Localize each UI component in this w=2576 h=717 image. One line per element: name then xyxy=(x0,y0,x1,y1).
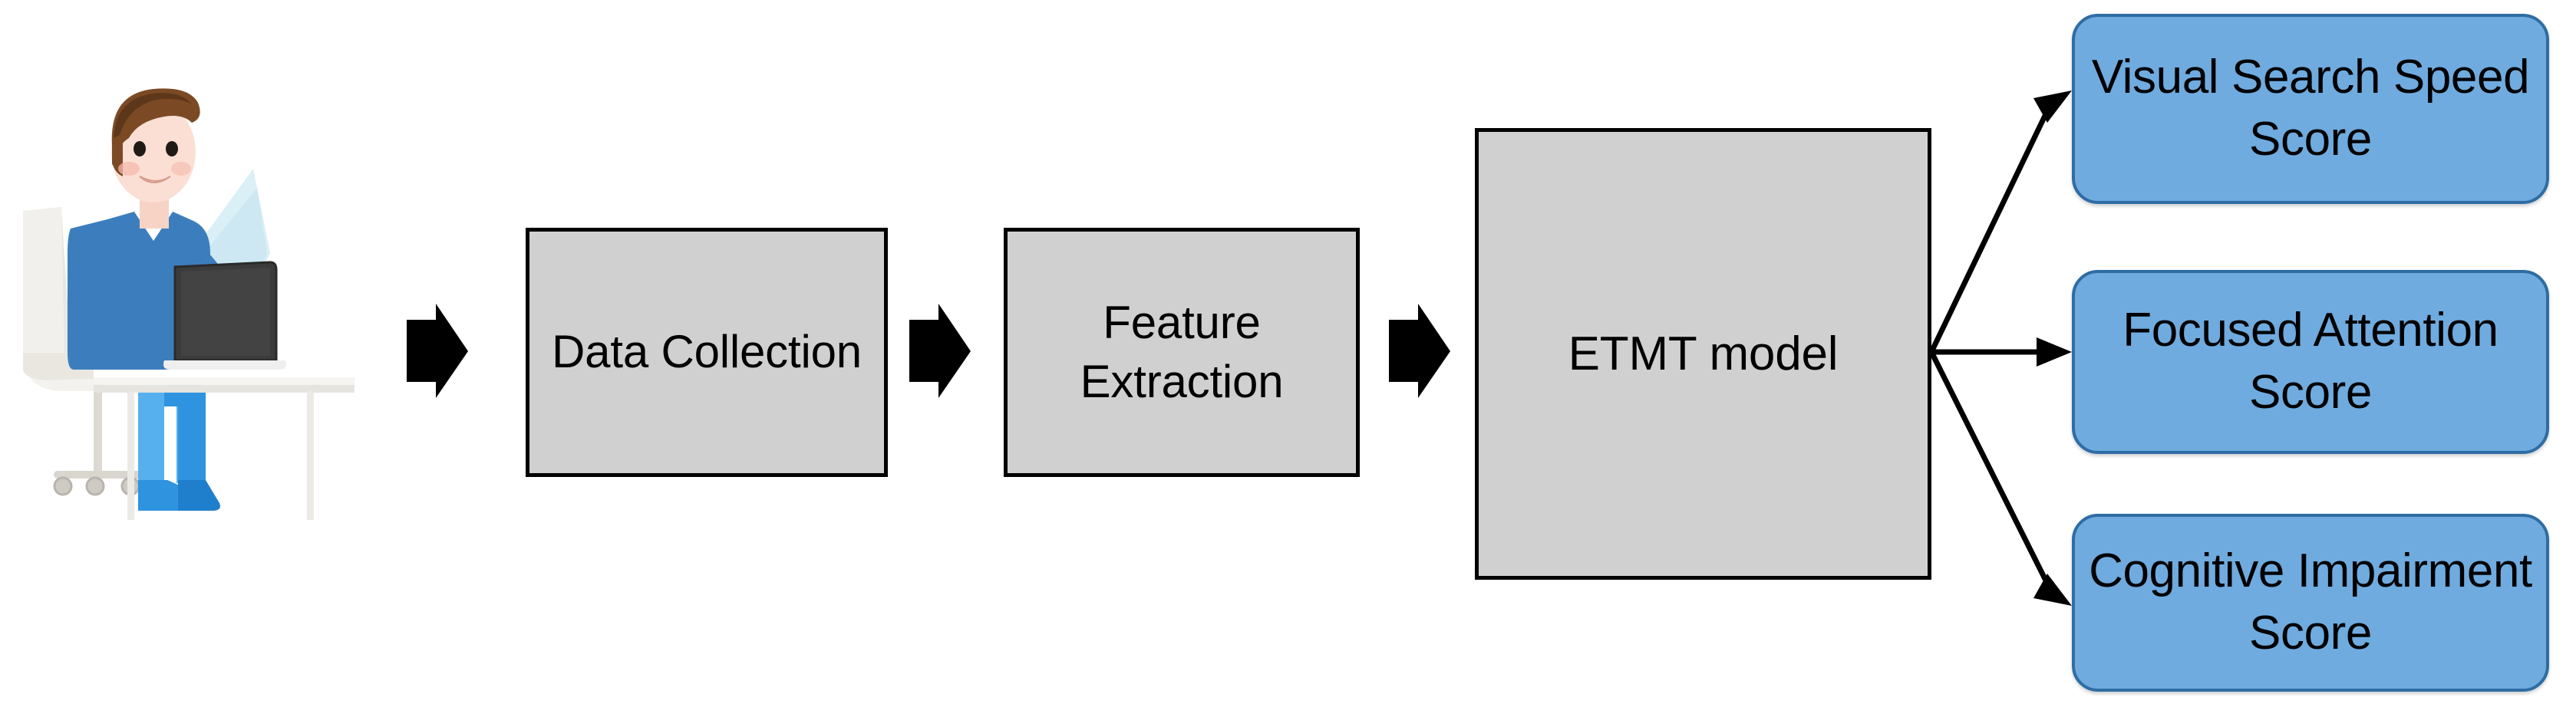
output-box-cognitive-impairment-score-label: Cognitive Impairment Score xyxy=(2089,544,2532,659)
person-at-desk-illustration xyxy=(0,23,361,575)
process-box-data-collection[interactable]: Data Collection xyxy=(526,228,888,477)
block-arrow-person-to-data-collection xyxy=(407,304,468,398)
block-arrow-feature-extraction-to-etmt-model xyxy=(1389,304,1450,398)
output-box-visual-search-speed-score[interactable]: Visual Search Speed Score xyxy=(2072,14,2549,204)
process-box-etmt-model[interactable]: ETMT model xyxy=(1475,128,1931,580)
fanout-arrows-from-etmt xyxy=(1928,90,2072,606)
block-arrow-data-collection-to-feature-extraction xyxy=(909,304,971,398)
output-box-visual-search-speed-score-label: Visual Search Speed Score xyxy=(2091,51,2530,166)
process-box-data-collection-label: Data Collection xyxy=(552,326,862,378)
output-box-focused-attention-score[interactable]: Focused Attention Score xyxy=(2072,270,2549,454)
process-box-feature-extraction-label: Feature Extraction xyxy=(1080,296,1284,407)
process-box-feature-extraction[interactable]: Feature Extraction xyxy=(1004,228,1360,477)
output-box-focused-attention-score-label: Focused Attention Score xyxy=(2122,304,2498,419)
process-box-etmt-model-label: ETMT model xyxy=(1568,327,1839,380)
output-box-cognitive-impairment-score[interactable]: Cognitive Impairment Score xyxy=(2072,514,2549,692)
person-at-desk-svg xyxy=(23,88,355,520)
